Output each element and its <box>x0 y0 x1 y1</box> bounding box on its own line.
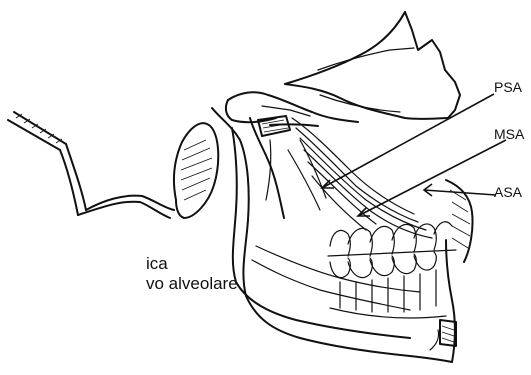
msa-label: MSA <box>494 127 524 141</box>
anterior-bone <box>440 180 473 346</box>
psa-label: PSA <box>494 80 522 94</box>
caption-line-2: vo alveolare <box>146 275 238 294</box>
nerve-branches <box>292 118 432 238</box>
lower-teeth <box>330 252 446 318</box>
asa-pointer <box>424 190 496 195</box>
upper-teeth <box>328 222 456 256</box>
nerve-trunk <box>8 112 174 218</box>
caption-line-1: ica <box>146 255 168 274</box>
psa-pointer <box>322 94 494 188</box>
msa-pointer <box>358 140 506 216</box>
pointer-arrows <box>322 94 506 216</box>
asa-label: ASA <box>494 185 522 199</box>
maxilla-outline <box>285 12 460 119</box>
condyle-piece <box>174 123 218 218</box>
ramus-structures <box>250 116 326 218</box>
